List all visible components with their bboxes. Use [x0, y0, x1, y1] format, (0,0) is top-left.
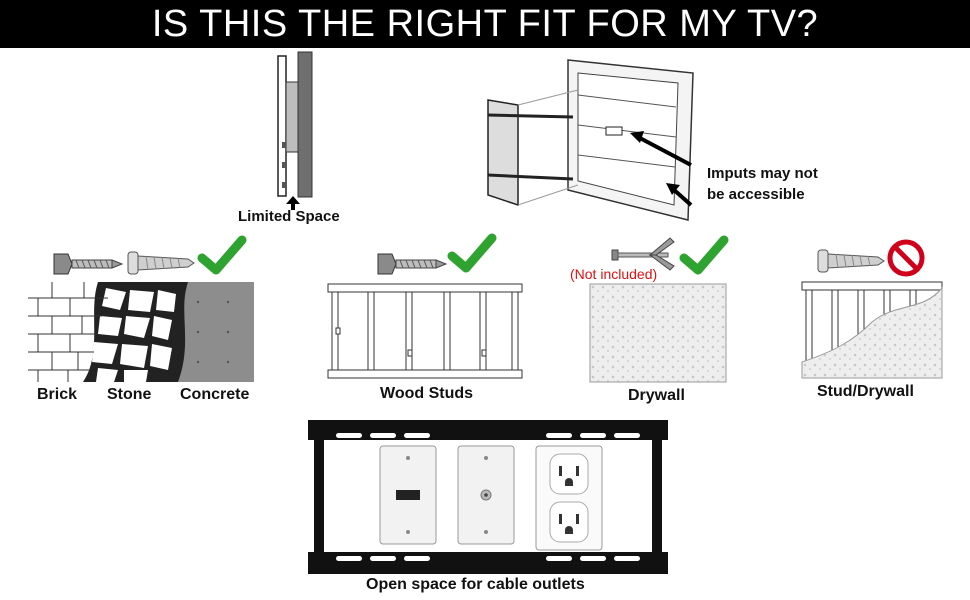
screw-icon	[53, 253, 124, 275]
wood-studs-frame-illustration	[327, 283, 523, 379]
inputs-note-line1: Imputs may not	[707, 165, 818, 182]
prohibited-icon	[887, 239, 925, 277]
label-stud-drywall: Stud/Drywall	[817, 383, 914, 400]
checkmark-icon	[447, 233, 497, 273]
label-concrete: Concrete	[180, 386, 250, 403]
wall-anchor-icon	[127, 251, 195, 275]
title-bar	[0, 0, 970, 48]
stud-drywall-illustration	[801, 281, 943, 379]
checkmark-icon	[679, 235, 729, 275]
drywall-not-included-note: (Not included)	[570, 266, 658, 282]
mount-install-illustration	[487, 59, 694, 221]
screw-icon	[377, 253, 448, 275]
label-brick: Brick	[37, 386, 78, 403]
drywall-texture-illustration	[589, 283, 727, 383]
page-title: IS THIS THE RIGHT FIT FOR MY TV?	[151, 3, 819, 45]
wall-anchor-icon	[817, 249, 885, 273]
arrow-up-icon	[286, 196, 300, 210]
bottom-caption: Open space for cable outlets	[366, 576, 585, 593]
tv-side-profile-illustration	[277, 51, 313, 198]
checkmark-icon	[197, 235, 247, 275]
label-wood-studs: Wood Studs	[380, 385, 474, 402]
limited-space-label: Limited Space	[238, 208, 340, 225]
label-stone: Stone	[107, 386, 152, 403]
brick-stone-concrete-wall-illustration	[28, 282, 254, 382]
mount-plate-with-outlets-illustration	[308, 420, 668, 574]
inputs-note-line2: be accessible	[707, 186, 805, 203]
toggle-bolt-icon	[611, 237, 675, 271]
label-drywall: Drywall	[628, 387, 685, 404]
